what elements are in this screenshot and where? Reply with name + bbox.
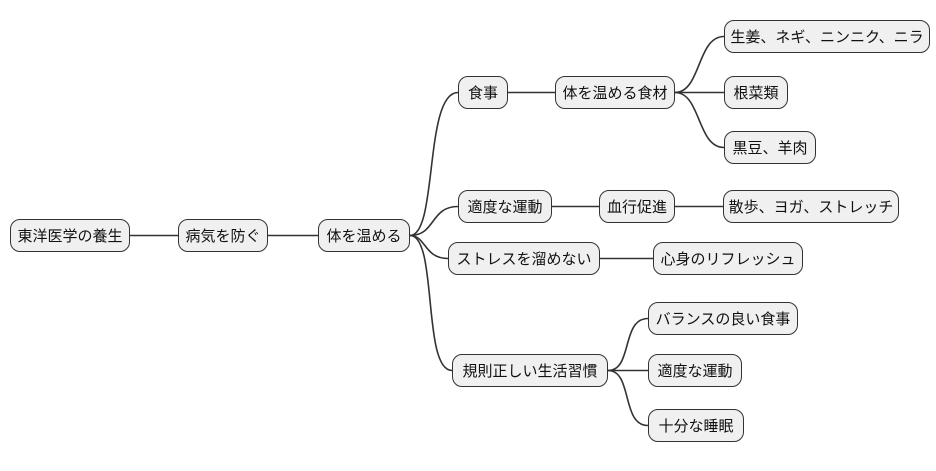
- edge-lifestyle-sleep: [607, 369, 649, 427]
- node-refresh[interactable]: 心身のリフレッシュ: [653, 242, 803, 275]
- node-black-beans[interactable]: 黒豆、羊肉: [724, 131, 816, 164]
- edge-warmbody-nostress: [409, 234, 449, 260]
- node-warm-body[interactable]: 体を温める: [318, 219, 410, 252]
- node-walking[interactable]: 散歩、ヨガ、ストレッチ: [723, 190, 899, 223]
- node-balanced-diet[interactable]: バランスの良い食事: [648, 302, 798, 335]
- edge-warmbody-exercise: [409, 205, 459, 237]
- node-diet[interactable]: 食事: [458, 76, 508, 109]
- node-no-stress[interactable]: ストレスを溜めない: [448, 242, 600, 275]
- node-exercise[interactable]: 適度な運動: [458, 190, 552, 223]
- edge-lifestyle-balanceddiet: [607, 317, 649, 372]
- node-root[interactable]: 東洋医学の養生: [10, 219, 130, 252]
- node-prevent[interactable]: 病気を防ぐ: [178, 219, 268, 252]
- node-exercise2[interactable]: 適度な運動: [648, 354, 742, 387]
- node-lifestyle[interactable]: 規則正しい生活習慣: [452, 354, 608, 387]
- edge-warmingfoods-ginger: [674, 35, 725, 94]
- node-circulation[interactable]: 血行促進: [599, 190, 675, 223]
- edge-warmbody-lifestyle: [409, 234, 453, 372]
- edge-warmbody-diet: [409, 91, 459, 237]
- node-root-veggies[interactable]: 根菜類: [724, 76, 788, 109]
- edge-warmingfoods-blackbeans: [674, 91, 725, 149]
- node-warming-foods[interactable]: 体を温める食材: [555, 76, 675, 109]
- node-sleep[interactable]: 十分な睡眠: [648, 409, 744, 442]
- node-ginger[interactable]: 生姜、ネギ、ニンニク、ニラ: [724, 20, 930, 53]
